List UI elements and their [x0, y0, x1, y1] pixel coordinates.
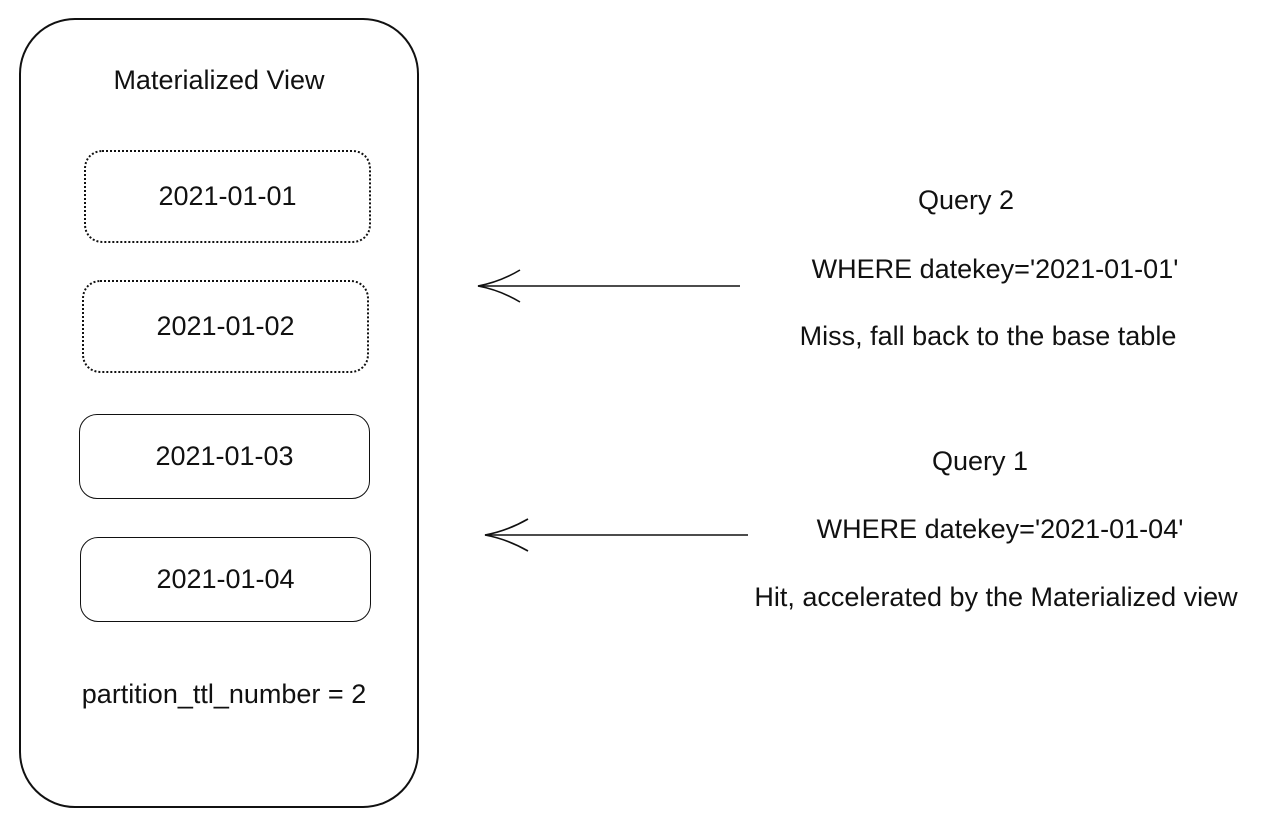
query-1-result: Hit, accelerated by the Materialized vie…	[754, 582, 1238, 612]
materialized-view-title: Materialized View	[113, 65, 325, 95]
query-1-condition: WHERE datekey='2021-01-04'	[816, 514, 1184, 544]
partition-2021-01-02: 2021-01-02	[82, 280, 369, 373]
query-2-arrow	[477, 269, 740, 303]
partition-ttl-label: partition_ttl_number = 2	[81, 679, 367, 709]
partition-label: 2021-01-02	[156, 311, 295, 341]
partition-label: 2021-01-04	[156, 564, 295, 594]
materialized-view-container	[19, 18, 419, 808]
partition-label: 2021-01-01	[158, 181, 297, 211]
query-2-result: Miss, fall back to the base table	[799, 321, 1177, 351]
partition-2021-01-04: 2021-01-04	[80, 537, 371, 622]
partition-2021-01-01: 2021-01-01	[84, 150, 371, 243]
query-2-title: Query 2	[917, 185, 1015, 215]
query-2-condition: WHERE datekey='2021-01-01'	[811, 254, 1179, 284]
partition-2021-01-03: 2021-01-03	[79, 414, 370, 499]
partition-label: 2021-01-03	[155, 441, 294, 471]
query-1-title: Query 1	[931, 446, 1029, 476]
query-1-arrow	[484, 518, 748, 552]
